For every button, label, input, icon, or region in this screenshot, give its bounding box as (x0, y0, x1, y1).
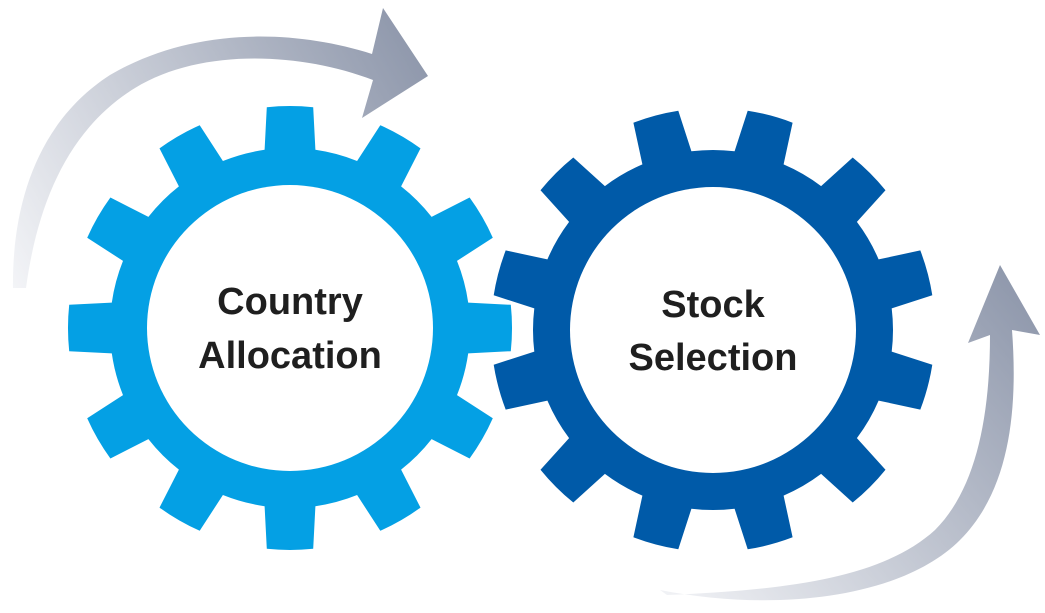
arrow-bottom-body (660, 265, 1040, 601)
arrow-top-body (12, 8, 428, 288)
gear-stock-selection: Stock Selection (493, 110, 933, 550)
gear-country-allocation: Country Allocation (67, 105, 513, 551)
curved-arrow-top-icon (12, 8, 428, 288)
gear-label-line2: Selection (629, 337, 798, 379)
gear-hub (147, 185, 433, 471)
gear-label-line1: Country (217, 281, 363, 323)
gear-hub (570, 187, 856, 473)
gear-label-line2: Allocation (198, 335, 382, 377)
gear-label-line1: Stock (661, 284, 765, 326)
curved-arrow-bottom-icon (660, 265, 1040, 601)
